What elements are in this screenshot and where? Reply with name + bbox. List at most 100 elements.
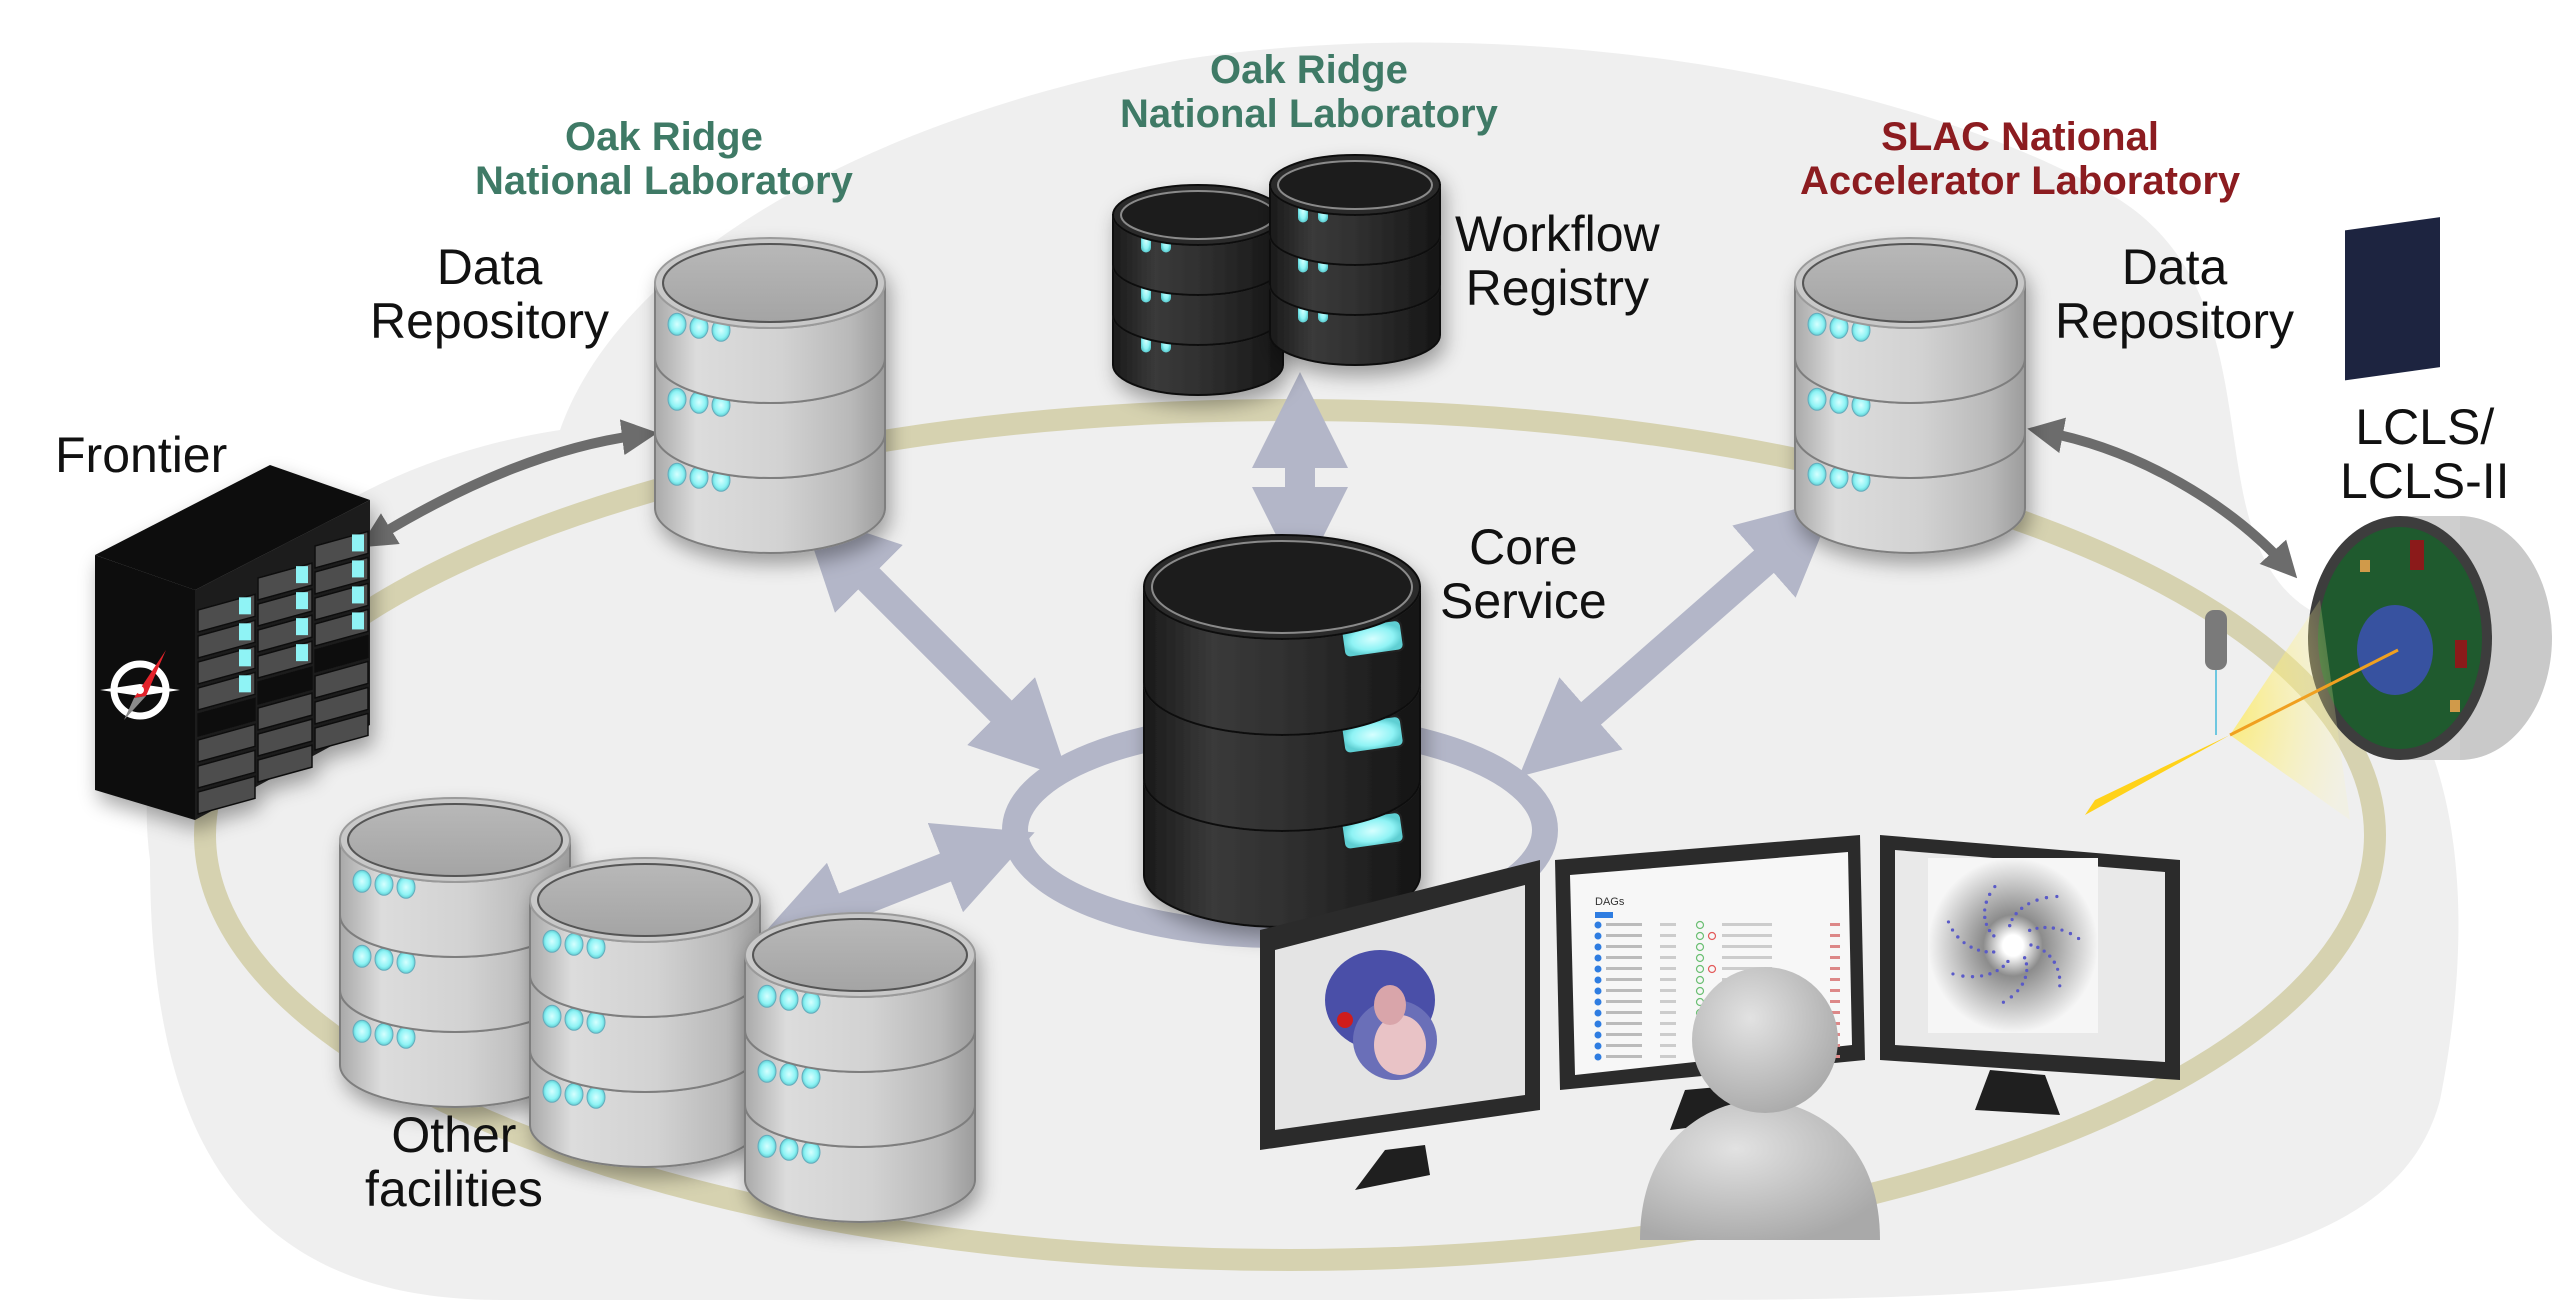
- diffraction-spot: [1970, 975, 1975, 979]
- diffraction-spot: [2023, 956, 2027, 960]
- status-led-icon: [542, 1079, 562, 1103]
- status-led-icon: [542, 929, 562, 953]
- database-top: [1120, 190, 1276, 240]
- status-led-icon: [757, 1134, 777, 1158]
- diffraction-spot: [2044, 896, 2049, 900]
- diffraction-spot: [2025, 968, 2029, 973]
- diffraction-spot: [1961, 974, 1965, 978]
- diffraction-spot: [2043, 925, 2047, 930]
- status-led-icon: [667, 312, 687, 336]
- status-led-icon: [779, 987, 799, 1011]
- status-led-icon: [239, 623, 251, 641]
- database-top: [1277, 160, 1433, 210]
- diffraction-spot: [1951, 972, 1955, 976]
- diffraction-spot: [2056, 967, 2060, 971]
- database-top: [537, 863, 753, 937]
- user-icon: [1640, 967, 1880, 1240]
- status-led-icon: [374, 1022, 394, 1046]
- status-led-icon: [352, 869, 372, 893]
- diffraction-spot: [2051, 926, 2055, 930]
- diffraction-spot: [1984, 900, 1988, 904]
- lcls-detector[interactable]: [2308, 217, 2552, 760]
- status-led-icon: [296, 566, 308, 584]
- monitor-diffraction-pattern[interactable]: [1880, 835, 2180, 1115]
- node-label-frontier: Frontier: [55, 427, 228, 483]
- diffraction-spot: [2024, 962, 2029, 966]
- status-led-icon: [757, 984, 777, 1008]
- status-led-icon: [239, 649, 251, 667]
- node-label-workflow-registry: Workflow Registry: [1455, 206, 1660, 316]
- node-label-lcls: LCLS/ LCLS-II: [2340, 399, 2510, 509]
- arrow-core-to-other-facilities: [755, 822, 1035, 953]
- status-ok-icon: [1695, 953, 1705, 963]
- diffraction-spot: [2068, 931, 2073, 936]
- rack-slot: [314, 686, 369, 725]
- diffraction-spot: [1946, 920, 1951, 924]
- status-led-icon: [296, 592, 308, 610]
- status-led-icon: [779, 1062, 799, 1086]
- row-toggle-icon: [1594, 976, 1602, 984]
- monitor-protein-structure[interactable]: [1260, 860, 1540, 1190]
- row-toggle-icon: [1594, 943, 1602, 951]
- status-led-icon: [757, 1059, 777, 1083]
- status-led-icon: [352, 612, 364, 630]
- rack-slot: [257, 718, 313, 757]
- diffraction-spot: [1950, 928, 1955, 932]
- status-led-icon: [1807, 462, 1827, 486]
- row-toggle-icon: [1594, 932, 1602, 940]
- status-led-icon: [296, 618, 308, 636]
- diffraction-spot: [2014, 912, 2018, 916]
- diffraction-spot: [1984, 922, 1989, 926]
- database-workflow-registry-2[interactable]: [1269, 154, 1441, 366]
- diffraction-spot: [1993, 885, 1997, 889]
- status-led-icon: [1807, 312, 1827, 336]
- diffraction-spot: [2027, 902, 2031, 906]
- status-led-icon: [352, 560, 364, 578]
- diffraction-spot: [1976, 948, 1981, 952]
- diffraction-spot: [2029, 943, 2033, 947]
- status-led-icon: [667, 387, 687, 411]
- database-workflow-registry-1[interactable]: [1112, 184, 1284, 396]
- diffraction-spot: [2055, 894, 2059, 899]
- frontier-supercomputer[interactable]: [95, 465, 370, 820]
- database-top: [1802, 243, 2018, 323]
- row-toggle-icon: [1594, 921, 1602, 929]
- diffraction-spot: [1987, 928, 1992, 933]
- rack-slot: [257, 744, 313, 783]
- diffraction-spot: [1992, 950, 1996, 954]
- database-other-facility-2[interactable]: [529, 857, 761, 1168]
- core-connections: [755, 371, 1837, 953]
- node-label-core-service: Core Service: [1440, 519, 1607, 629]
- status-led-icon: [542, 1004, 562, 1028]
- status-ok-icon: [1695, 975, 1705, 985]
- database-other-facility-3[interactable]: [744, 912, 976, 1223]
- status-led-icon: [779, 1137, 799, 1161]
- status-led-icon: [296, 644, 308, 662]
- diffraction-spot: [2057, 975, 2062, 979]
- row-toggle-icon: [1594, 998, 1602, 1006]
- database-ornl-data-repository[interactable]: [654, 237, 886, 554]
- diffraction-spot: [1956, 935, 1960, 939]
- rack-slot: [257, 666, 313, 705]
- row-toggle-icon: [1594, 965, 1602, 973]
- diffraction-spot: [2009, 995, 2014, 999]
- database-core-service[interactable]: [1143, 534, 1421, 928]
- row-toggle-icon: [1594, 1053, 1602, 1061]
- node-label-data-repository-slac: Data Repository: [2055, 239, 2294, 349]
- org-label-ornl-left: Oak Ridge National Laboratory: [475, 115, 853, 203]
- status-led-icon: [564, 932, 584, 956]
- status-led-icon: [239, 597, 251, 615]
- status-led-icon: [352, 1019, 372, 1043]
- status-ok-icon: [1695, 942, 1705, 952]
- arrow-slac-repository-to-lcls: [2027, 417, 2298, 579]
- status-ok-icon: [1695, 931, 1705, 941]
- diffraction-spot: [2048, 954, 2052, 958]
- rack-slot: [314, 712, 369, 751]
- diffraction-spot: [2035, 898, 2039, 902]
- database-other-facility-1[interactable]: [339, 797, 571, 1108]
- row-toggle-icon: [1594, 1031, 1602, 1039]
- diffraction-spot: [1980, 974, 1984, 978]
- database-slac-data-repository[interactable]: [1794, 237, 2026, 554]
- rack-slot: [257, 692, 313, 731]
